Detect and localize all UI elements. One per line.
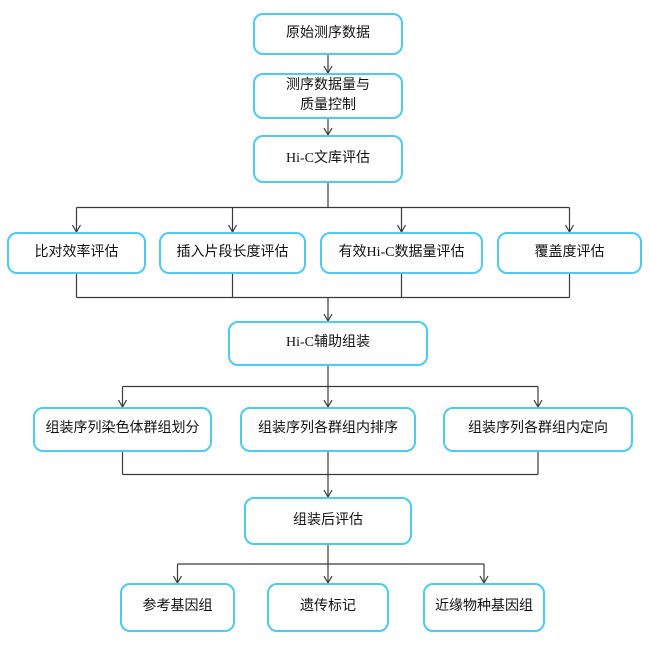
node-valid-hic-data: 有效Hi-C数据量评估 [320,232,483,274]
node-genetic-markers: 遗传标记 [267,583,389,632]
node-hic-assisted-assembly: Hi-C辅助组装 [228,321,428,366]
node-intragroup-orientation: 组装序列各群组内定向 [443,407,633,452]
node-reference-genome: 参考基因组 [120,583,235,632]
node-hic-library-evaluation: Hi-C文库评估 [253,135,403,183]
node-post-assembly-evaluation: 组装后评估 [244,497,412,545]
node-insert-length-evaluation: 插入片段长度评估 [159,232,306,274]
node-intragroup-ordering: 组装序列各群组内排序 [240,407,416,452]
node-raw-sequencing-data: 原始测序数据 [253,13,403,55]
node-alignment-efficiency: 比对效率评估 [7,232,146,274]
node-chromosome-grouping: 组装序列染色体群组划分 [33,407,212,452]
node-sequencing-qc: 测序数据量与 质量控制 [253,73,403,119]
node-related-species-genome: 近缘物种基因组 [423,583,545,632]
node-coverage-evaluation: 覆盖度评估 [497,232,642,274]
